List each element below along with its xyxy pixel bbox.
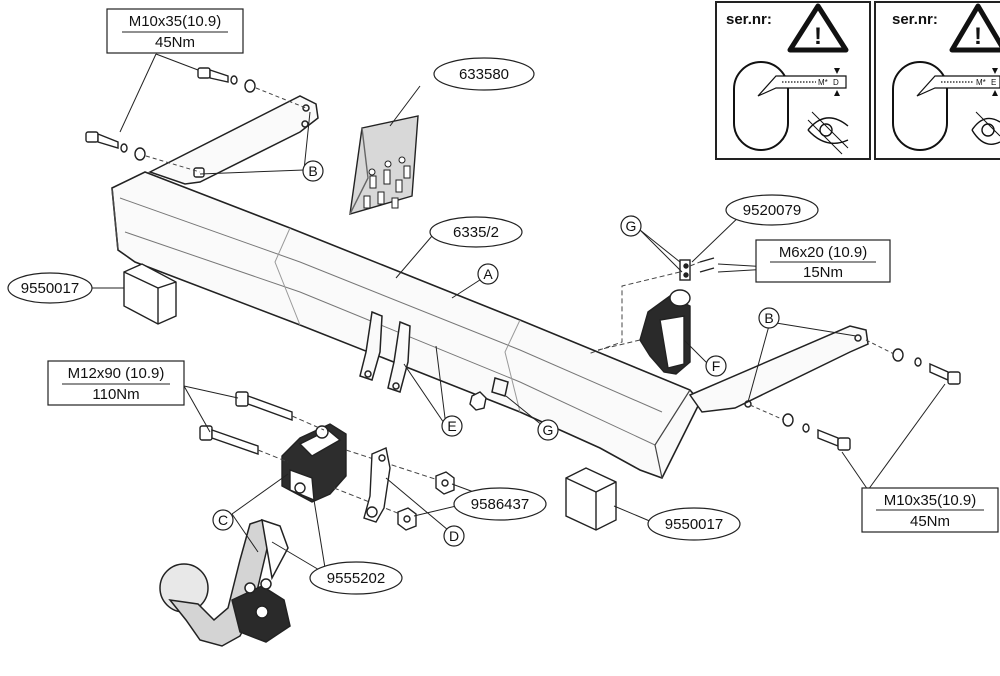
plate-d bbox=[363, 447, 391, 523]
marker-text: D bbox=[833, 78, 839, 87]
letter-label: D bbox=[449, 528, 459, 544]
ball-holder-bracket bbox=[281, 423, 347, 503]
part-number: 9550017 bbox=[665, 516, 723, 533]
right-bracket bbox=[688, 325, 869, 413]
letter-label: C bbox=[218, 512, 228, 528]
warning-glyph: ! bbox=[974, 23, 982, 50]
bolts-m12x90 bbox=[199, 391, 293, 455]
spec-box-mid-right: M6x20 (10.9) 15Nm bbox=[755, 239, 891, 283]
warning-triangle-icon: ! bbox=[949, 3, 1000, 53]
letter-b-right: B bbox=[758, 307, 780, 329]
serial-panel-2: ser.nr: ! M* E bbox=[874, 1, 1000, 160]
letter-label: F bbox=[712, 358, 721, 374]
electric-socket-bracket bbox=[639, 257, 715, 375]
dashed-guides-right bbox=[749, 339, 895, 421]
callout-9520079: 9520079 bbox=[725, 194, 819, 226]
letter-c: C bbox=[212, 509, 234, 531]
letter-label: B bbox=[764, 310, 773, 326]
part-number: 9555202 bbox=[327, 570, 385, 587]
letter-e: E bbox=[441, 415, 463, 437]
marker-text: M* bbox=[818, 78, 828, 87]
part-number: 9586437 bbox=[471, 496, 529, 513]
spec-box-bottom-right: M10x35(10.9) 45Nm bbox=[861, 487, 999, 533]
callout-9550017-right: 9550017 bbox=[647, 507, 741, 541]
dashed-guides-ballholder bbox=[257, 415, 439, 515]
serial-panel-1: ser.nr: ! M* D bbox=[715, 1, 871, 160]
bolts-top-left bbox=[85, 67, 256, 178]
bolts-right bbox=[782, 348, 961, 451]
callout-9586437: 9586437 bbox=[453, 487, 547, 521]
spec-br-thread: M10x35(10.9) bbox=[884, 492, 977, 509]
bolt-kit-bag-633580 bbox=[349, 115, 419, 215]
callout-633580: 633580 bbox=[433, 57, 535, 91]
serial-title: ser.nr: bbox=[726, 11, 772, 28]
nuts-9586437 bbox=[397, 391, 487, 531]
spec-box-mid-left: M12x90 (10.9) 110Nm bbox=[47, 360, 185, 406]
part-number: 6335/2 bbox=[453, 224, 499, 241]
eye-icon bbox=[807, 111, 849, 155]
letter-label: E bbox=[447, 418, 456, 434]
serial-title: ser.nr: bbox=[892, 11, 938, 28]
part-number: 633580 bbox=[459, 66, 509, 83]
dashed-guides-top bbox=[145, 87, 307, 173]
spec-tl-torque: 45Nm bbox=[155, 34, 195, 51]
spec-ml-thread: M12x90 (10.9) bbox=[68, 365, 165, 382]
part-number: 9520079 bbox=[743, 202, 801, 219]
tow-ball-neck bbox=[159, 518, 291, 647]
spec-br-torque: 45Nm bbox=[910, 513, 950, 530]
spec-ml-torque: 110Nm bbox=[92, 386, 139, 403]
spec-tl-thread: M10x35(10.9) bbox=[129, 13, 222, 30]
callout-9550017-left: 9550017 bbox=[7, 272, 93, 304]
mounting-plates bbox=[359, 310, 509, 397]
letter-g-left: G bbox=[537, 419, 559, 441]
warning-triangle-icon: ! bbox=[787, 3, 849, 53]
block-9550017-right bbox=[565, 467, 617, 531]
block-9550017-left bbox=[123, 263, 177, 325]
callout-9555202: 9555202 bbox=[309, 561, 403, 595]
spec-box-top-left: M10x35(10.9) 45Nm bbox=[106, 8, 244, 54]
marker-text: E bbox=[991, 78, 996, 87]
letter-a: A bbox=[477, 263, 499, 285]
warning-glyph: ! bbox=[814, 23, 822, 50]
spec-mr-thread: M6x20 (10.9) bbox=[779, 244, 867, 261]
letter-b-top: B bbox=[302, 160, 324, 182]
letter-label: G bbox=[543, 422, 554, 438]
letter-label: B bbox=[308, 163, 317, 179]
letter-d: D bbox=[443, 525, 465, 547]
letter-label: G bbox=[626, 218, 637, 234]
part-number: 9550017 bbox=[21, 280, 79, 297]
dashed-guides-socket bbox=[587, 261, 701, 355]
letter-f: F bbox=[705, 355, 727, 377]
eye-icon bbox=[971, 111, 1000, 145]
letter-label: A bbox=[483, 266, 493, 282]
marker-text: M* bbox=[976, 78, 986, 87]
letter-g-top: G bbox=[620, 215, 642, 237]
spec-mr-torque: 15Nm bbox=[803, 264, 843, 281]
callout-6335-2: 6335/2 bbox=[429, 216, 523, 248]
